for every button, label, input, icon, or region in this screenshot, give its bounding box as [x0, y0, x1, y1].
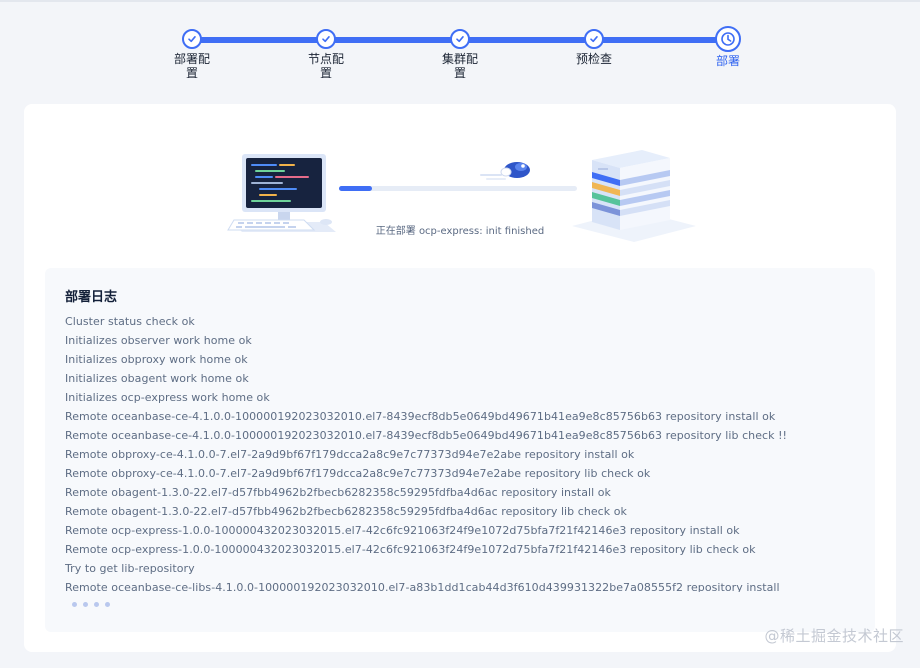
step-label: 预检查: [575, 52, 612, 66]
deploy-log-panel: 部署日志 Cluster status check ok Initializes …: [45, 268, 875, 632]
log-line: Remote obagent-1.3.0-22.el7-d57fbb4962b2…: [65, 486, 611, 499]
server-icon: [572, 150, 696, 242]
step-3: 集群配置: [430, 29, 490, 80]
log-line: Remote obagent-1.3.0-22.el7-d57fbb4962b2…: [65, 505, 627, 518]
step-1: 部署配置: [162, 29, 222, 80]
loading-dots-icon: [72, 602, 110, 607]
step-label: 部署: [715, 54, 740, 68]
log-line: Remote oceanbase-ce-libs-4.1.0.0-1000001…: [65, 581, 780, 592]
deploy-card: 正在部署 ocp-express: init finished 部署日志 Clu…: [24, 104, 896, 652]
deploy-steps: 部署配置 节点配置 集群配置 预检查 部署: [0, 0, 920, 100]
log-line: Remote obproxy-ce-4.1.0.0-7.el7-2a9d9bf6…: [65, 467, 651, 480]
computer-icon: [227, 154, 336, 232]
step-label: 集群配置: [441, 52, 478, 80]
log-line: Initializes observer work home ok: [65, 334, 252, 347]
log-line: Try to get lib-repository: [65, 562, 195, 575]
step-5: 部署: [698, 26, 758, 68]
log-line: Cluster status check ok: [65, 315, 195, 328]
deploy-illustration: 正在部署 ocp-express: init finished: [24, 104, 896, 264]
step-4: 预检查: [564, 29, 624, 66]
deploy-log-list[interactable]: Cluster status check ok Initializes obser…: [65, 312, 865, 592]
check-icon: [316, 29, 336, 49]
step-2: 节点配置: [296, 29, 356, 80]
log-line: Remote ocp-express-1.0.0-100000432023032…: [65, 543, 756, 556]
watermark: @稀土掘金技术社区: [764, 627, 904, 645]
log-line: Remote oceanbase-ce-4.1.0.0-100000192023…: [65, 429, 788, 442]
deploy-progress-bar: [339, 186, 577, 191]
check-icon: [584, 29, 604, 49]
check-icon: [182, 29, 202, 49]
rocket-icon: [480, 162, 530, 180]
log-line: Remote obproxy-ce-4.1.0.0-7.el7-2a9d9bf6…: [65, 448, 635, 461]
deploy-log-title: 部署日志: [65, 290, 118, 305]
step-label: 节点配置: [307, 52, 344, 80]
clock-icon: [715, 26, 741, 52]
log-line: Remote oceanbase-ce-4.1.0.0-100000192023…: [65, 410, 776, 423]
check-icon: [450, 29, 470, 49]
log-line: Remote ocp-express-1.0.0-100000432023032…: [65, 524, 740, 537]
log-line: Initializes ocp-express work home ok: [65, 391, 270, 404]
top-border: [0, 0, 920, 2]
log-line: Initializes obproxy work home ok: [65, 353, 248, 366]
deploy-progress-fill: [339, 186, 373, 191]
log-line: Initializes obagent work home ok: [65, 372, 249, 385]
deploy-status-text: 正在部署 ocp-express: init finished: [375, 226, 545, 237]
step-label: 部署配置: [173, 52, 210, 80]
